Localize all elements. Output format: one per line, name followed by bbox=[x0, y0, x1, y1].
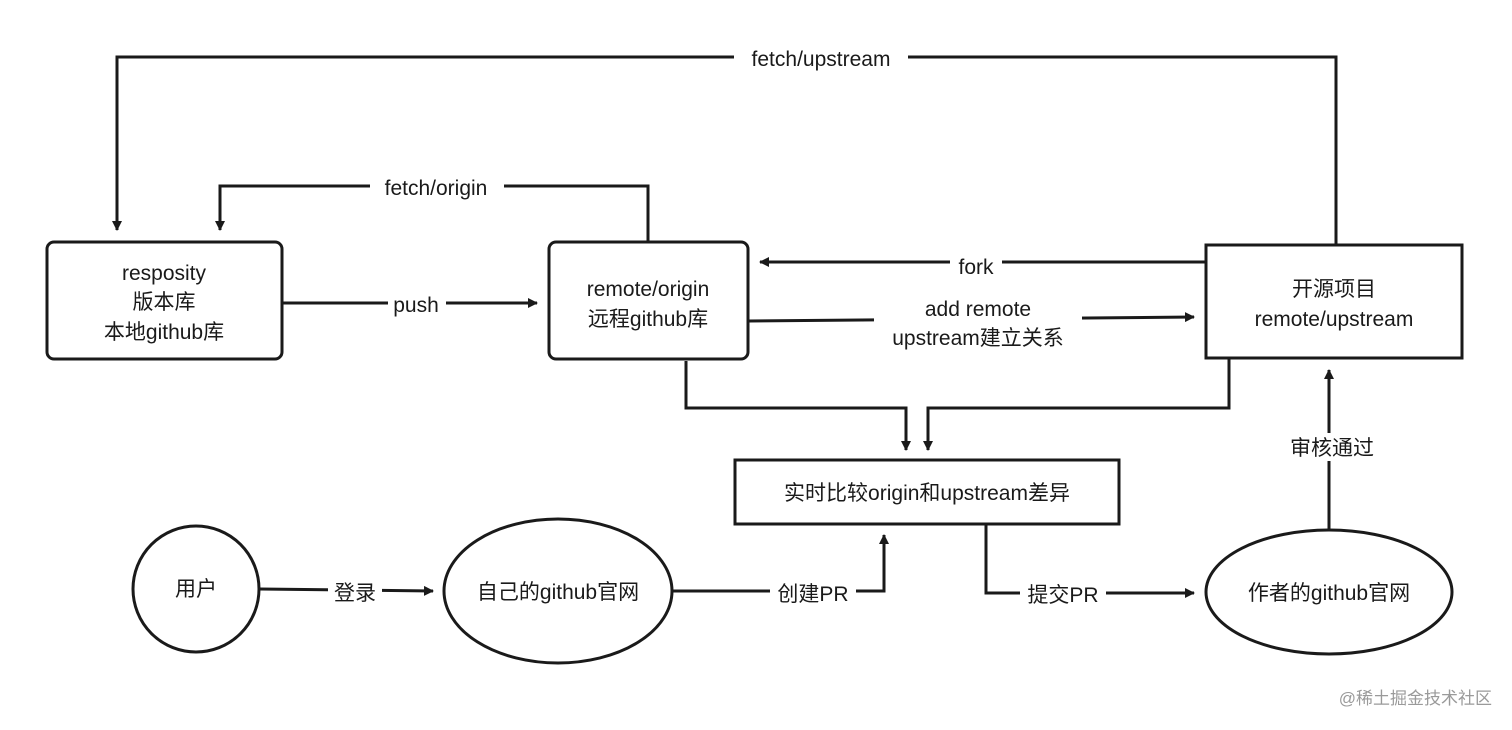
svg-text:push: push bbox=[393, 294, 439, 317]
edge-label-login: 登录 bbox=[328, 578, 382, 605]
edge-label-create-pr: 创建PR bbox=[770, 580, 856, 606]
svg-text:审核通过: 审核通过 bbox=[1290, 437, 1374, 460]
edge-label-review: 审核通过 bbox=[1283, 433, 1381, 461]
edge-upstream-to-compare bbox=[923, 359, 1231, 451]
svg-text:add remote: add remote bbox=[925, 298, 1031, 321]
svg-text:fetch/upstream: fetch/upstream bbox=[752, 48, 891, 71]
node-own-site: 自己的github官网 bbox=[442, 517, 674, 665]
node-author-site: 作者的github官网 bbox=[1204, 528, 1454, 656]
node-compare: 实时比较origin和upstream差异 bbox=[733, 458, 1121, 526]
edge-label-submit-pr: 提交PR bbox=[1020, 582, 1106, 608]
svg-text:remote/origin: remote/origin bbox=[587, 278, 710, 301]
svg-text:remote/upstream: remote/upstream bbox=[1255, 308, 1414, 331]
svg-text:开源项目: 开源项目 bbox=[1292, 278, 1376, 301]
svg-text:resposity: resposity bbox=[122, 262, 207, 285]
svg-text:作者的github官网: 作者的github官网 bbox=[1248, 582, 1410, 605]
node-upstream-repo: 开源项目 remote/upstream bbox=[1204, 243, 1464, 360]
edge-submit-pr bbox=[984, 525, 1195, 598]
svg-text:登录: 登录 bbox=[334, 582, 376, 605]
svg-text:提交PR: 提交PR bbox=[1027, 584, 1098, 607]
edge-origin-to-compare bbox=[684, 361, 911, 451]
edge-label-push: push bbox=[388, 292, 446, 318]
svg-text:版本库: 版本库 bbox=[133, 291, 196, 314]
node-user: 用户 bbox=[131, 524, 261, 654]
watermark: @稀土掘金技术社区 bbox=[1339, 689, 1492, 708]
svg-text:fork: fork bbox=[958, 256, 994, 279]
edge-label-fetch-upstream: fetch/upstream bbox=[734, 45, 908, 71]
edge-label-add-remote: add remote upstream建立关系 bbox=[874, 294, 1082, 352]
svg-text:创建PR: 创建PR bbox=[777, 583, 848, 606]
svg-text:自己的github官网: 自己的github官网 bbox=[477, 581, 639, 604]
svg-text:远程github库: 远程github库 bbox=[588, 308, 708, 331]
edge-label-fork: fork bbox=[950, 254, 1002, 279]
svg-text:用户: 用户 bbox=[175, 578, 217, 601]
svg-text:upstream建立关系: upstream建立关系 bbox=[892, 327, 1064, 350]
edge-create-pr bbox=[673, 534, 889, 593]
edge-label-fetch-origin: fetch/origin bbox=[370, 175, 504, 200]
node-local-repo: resposity 版本库 本地github库 bbox=[45, 240, 284, 361]
svg-text:本地github库: 本地github库 bbox=[104, 321, 224, 344]
node-origin-repo: remote/origin 远程github库 bbox=[547, 240, 750, 361]
edge-fetch-upstream bbox=[112, 55, 1338, 245]
svg-text:fetch/origin: fetch/origin bbox=[385, 177, 488, 200]
svg-text:实时比较origin和upstream差异: 实时比较origin和upstream差异 bbox=[784, 482, 1070, 505]
